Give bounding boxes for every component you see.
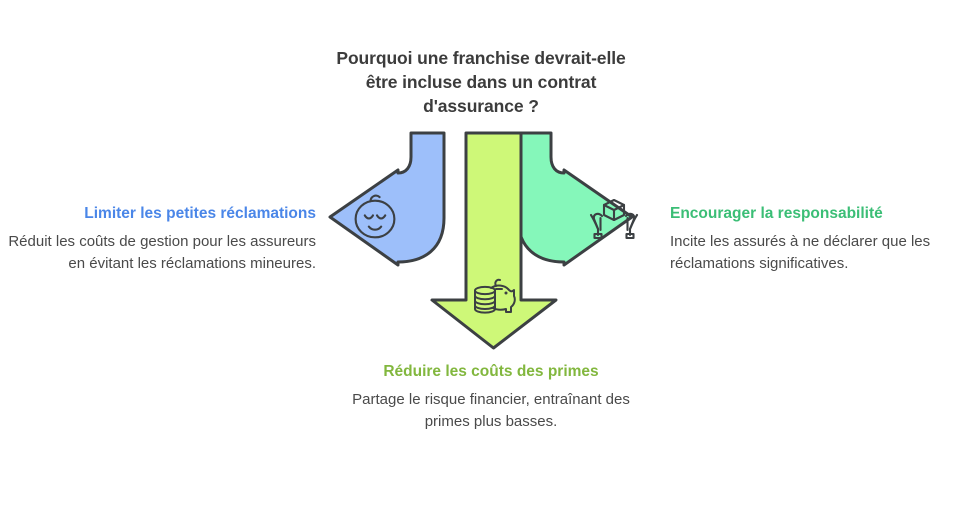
branch-left-body: Réduit les coûts de gestion pour les ass… [8, 233, 316, 272]
branch-right: Encourager la responsabilité Incite les … [670, 204, 954, 275]
branch-bottom-heading: Réduire les coûts des primes [383, 363, 599, 380]
arrow-down-shape [430, 131, 558, 350]
arrow-right-branch [516, 131, 639, 267]
branch-left: Limiter les petites réclamations Réduit … [8, 204, 316, 275]
arrow-down-branch [430, 131, 558, 350]
branch-bottom: Réduire les coûts des primes Partage le … [331, 362, 651, 433]
branch-right-body: Incite les assurés à ne déclarer que les… [670, 233, 931, 272]
branch-left-heading: Limiter les petites réclamations [84, 205, 316, 222]
arrow-right-shape [516, 131, 634, 267]
arrow-left-shape [328, 131, 446, 267]
branch-right-heading: Encourager la responsabilité [670, 205, 883, 222]
arrow-left-branch [328, 131, 446, 267]
baby-face-icon [354, 194, 396, 239]
piggy-bank-coins-icon [474, 278, 516, 314]
branch-bottom-body: Partage le risque financier, entraînant … [352, 391, 630, 430]
page-title-line-3: d'assurance ? [423, 96, 539, 116]
page-title-line-1: Pourquoi une franchise devrait-elle [336, 48, 626, 68]
page-title-line-2: être incluse dans un contrat [365, 72, 597, 92]
page-title: Pourquoi une franchise devrait-elle être… [311, 46, 651, 118]
hands-holding-cube-icon [589, 198, 639, 240]
